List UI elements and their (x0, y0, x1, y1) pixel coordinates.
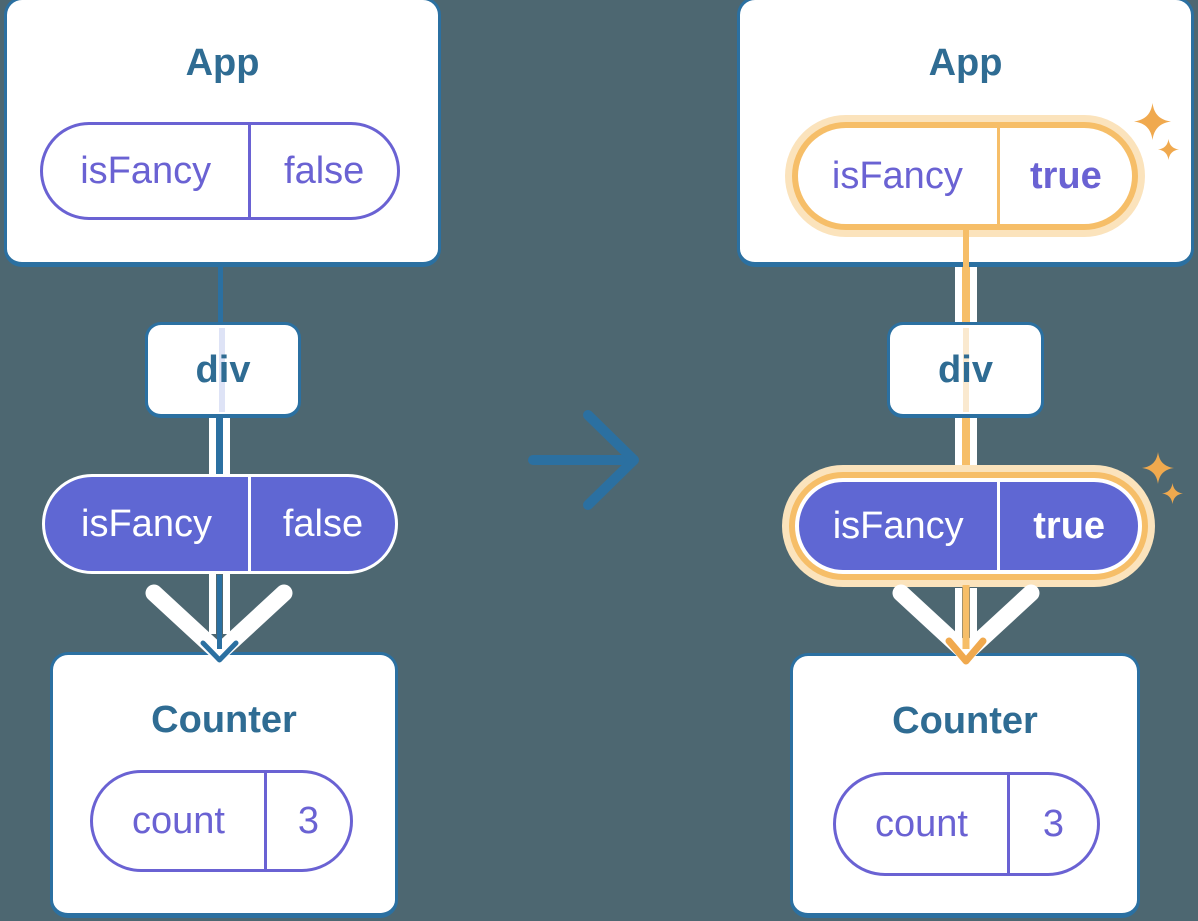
app-title: App (185, 42, 260, 84)
prop-name: isFancy (45, 477, 251, 571)
state-name: count (836, 775, 1010, 873)
sparkle-icon (1158, 139, 1179, 160)
state-name: count (93, 773, 267, 869)
prop-value: false (284, 150, 365, 192)
pipe-edge (955, 588, 962, 638)
pipe-core-highlighted (962, 416, 970, 468)
prop-name: isFancy (799, 482, 1001, 570)
app-title: App (928, 42, 1003, 84)
pipe-edge (955, 416, 962, 468)
prop-value: false (282, 503, 364, 545)
state-value: 3 (297, 800, 320, 842)
prop-pill-passed-before: isFancy false (42, 474, 398, 574)
state-pill-counter-after: count 3 (833, 772, 1100, 876)
pipe-edge (970, 267, 977, 322)
counter-title: Counter (151, 699, 297, 741)
div-label: div (195, 348, 251, 391)
state-pill-counter-before: count 3 (90, 770, 353, 872)
prop-pipe-through-div (219, 328, 225, 412)
sparkle-icon (1162, 483, 1183, 504)
pipe-edge (223, 574, 230, 634)
pipe-edge (223, 416, 230, 476)
prop-value: true (1029, 155, 1102, 197)
connector-app-to-div (218, 265, 223, 323)
sparkle-icon (1142, 452, 1174, 484)
pipe-edge (209, 574, 216, 634)
down-arrow-highlighted-icon (892, 584, 1040, 665)
counter-title: Counter (892, 700, 1038, 742)
pipe-edge (209, 416, 216, 476)
sparkle-icon (1134, 103, 1171, 140)
prop-pill-app-before: isFancy false (40, 122, 400, 220)
down-arrow-icon (145, 575, 293, 663)
pipe-edge (970, 588, 977, 638)
prop-pill-passed-after: isFancy true (795, 478, 1142, 574)
state-value: 3 (1042, 803, 1065, 845)
prop-name: isFancy (43, 125, 252, 217)
transition-arrow-icon (528, 410, 639, 510)
connector-pill-to-card-edge (963, 224, 969, 268)
prop-value: true (1033, 505, 1106, 547)
div-label: div (938, 348, 993, 391)
pipe-edge (970, 416, 977, 468)
pipe-core (216, 416, 223, 476)
prop-pipe-through-div (963, 328, 969, 412)
prop-name: isFancy (798, 128, 1000, 224)
pipe-core-highlighted (962, 267, 970, 322)
pipe-edge (955, 267, 962, 322)
prop-pill-app-after: isFancy true (798, 128, 1132, 224)
